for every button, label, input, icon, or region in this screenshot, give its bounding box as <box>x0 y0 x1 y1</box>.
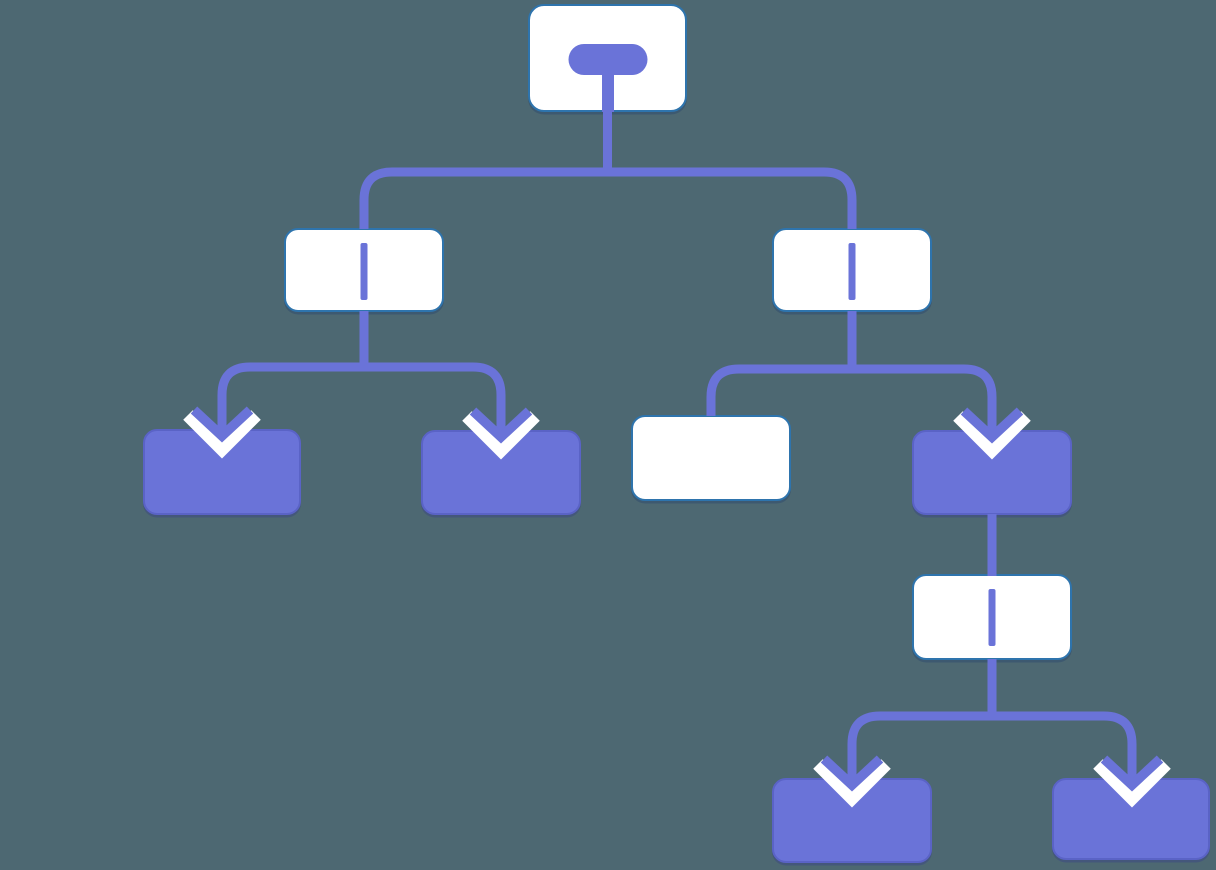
node-branch-right[interactable] <box>772 228 932 312</box>
node-branch-bottom[interactable] <box>912 574 1072 660</box>
node-leaf-2[interactable] <box>421 430 581 515</box>
node-leaf-5[interactable] <box>1052 778 1210 860</box>
node-empty[interactable] <box>631 415 791 501</box>
root-pill-stem <box>601 70 614 112</box>
node-leaf-1[interactable] <box>143 429 301 515</box>
branch-divider-line <box>988 589 996 646</box>
node-root[interactable] <box>528 4 687 112</box>
branch-divider-line <box>360 243 368 300</box>
root-pill-icon <box>568 44 647 75</box>
node-branch-left[interactable] <box>284 228 444 312</box>
node-leaf-3[interactable] <box>912 430 1072 515</box>
node-leaf-4[interactable] <box>772 778 932 863</box>
branch-divider-line <box>848 243 856 300</box>
